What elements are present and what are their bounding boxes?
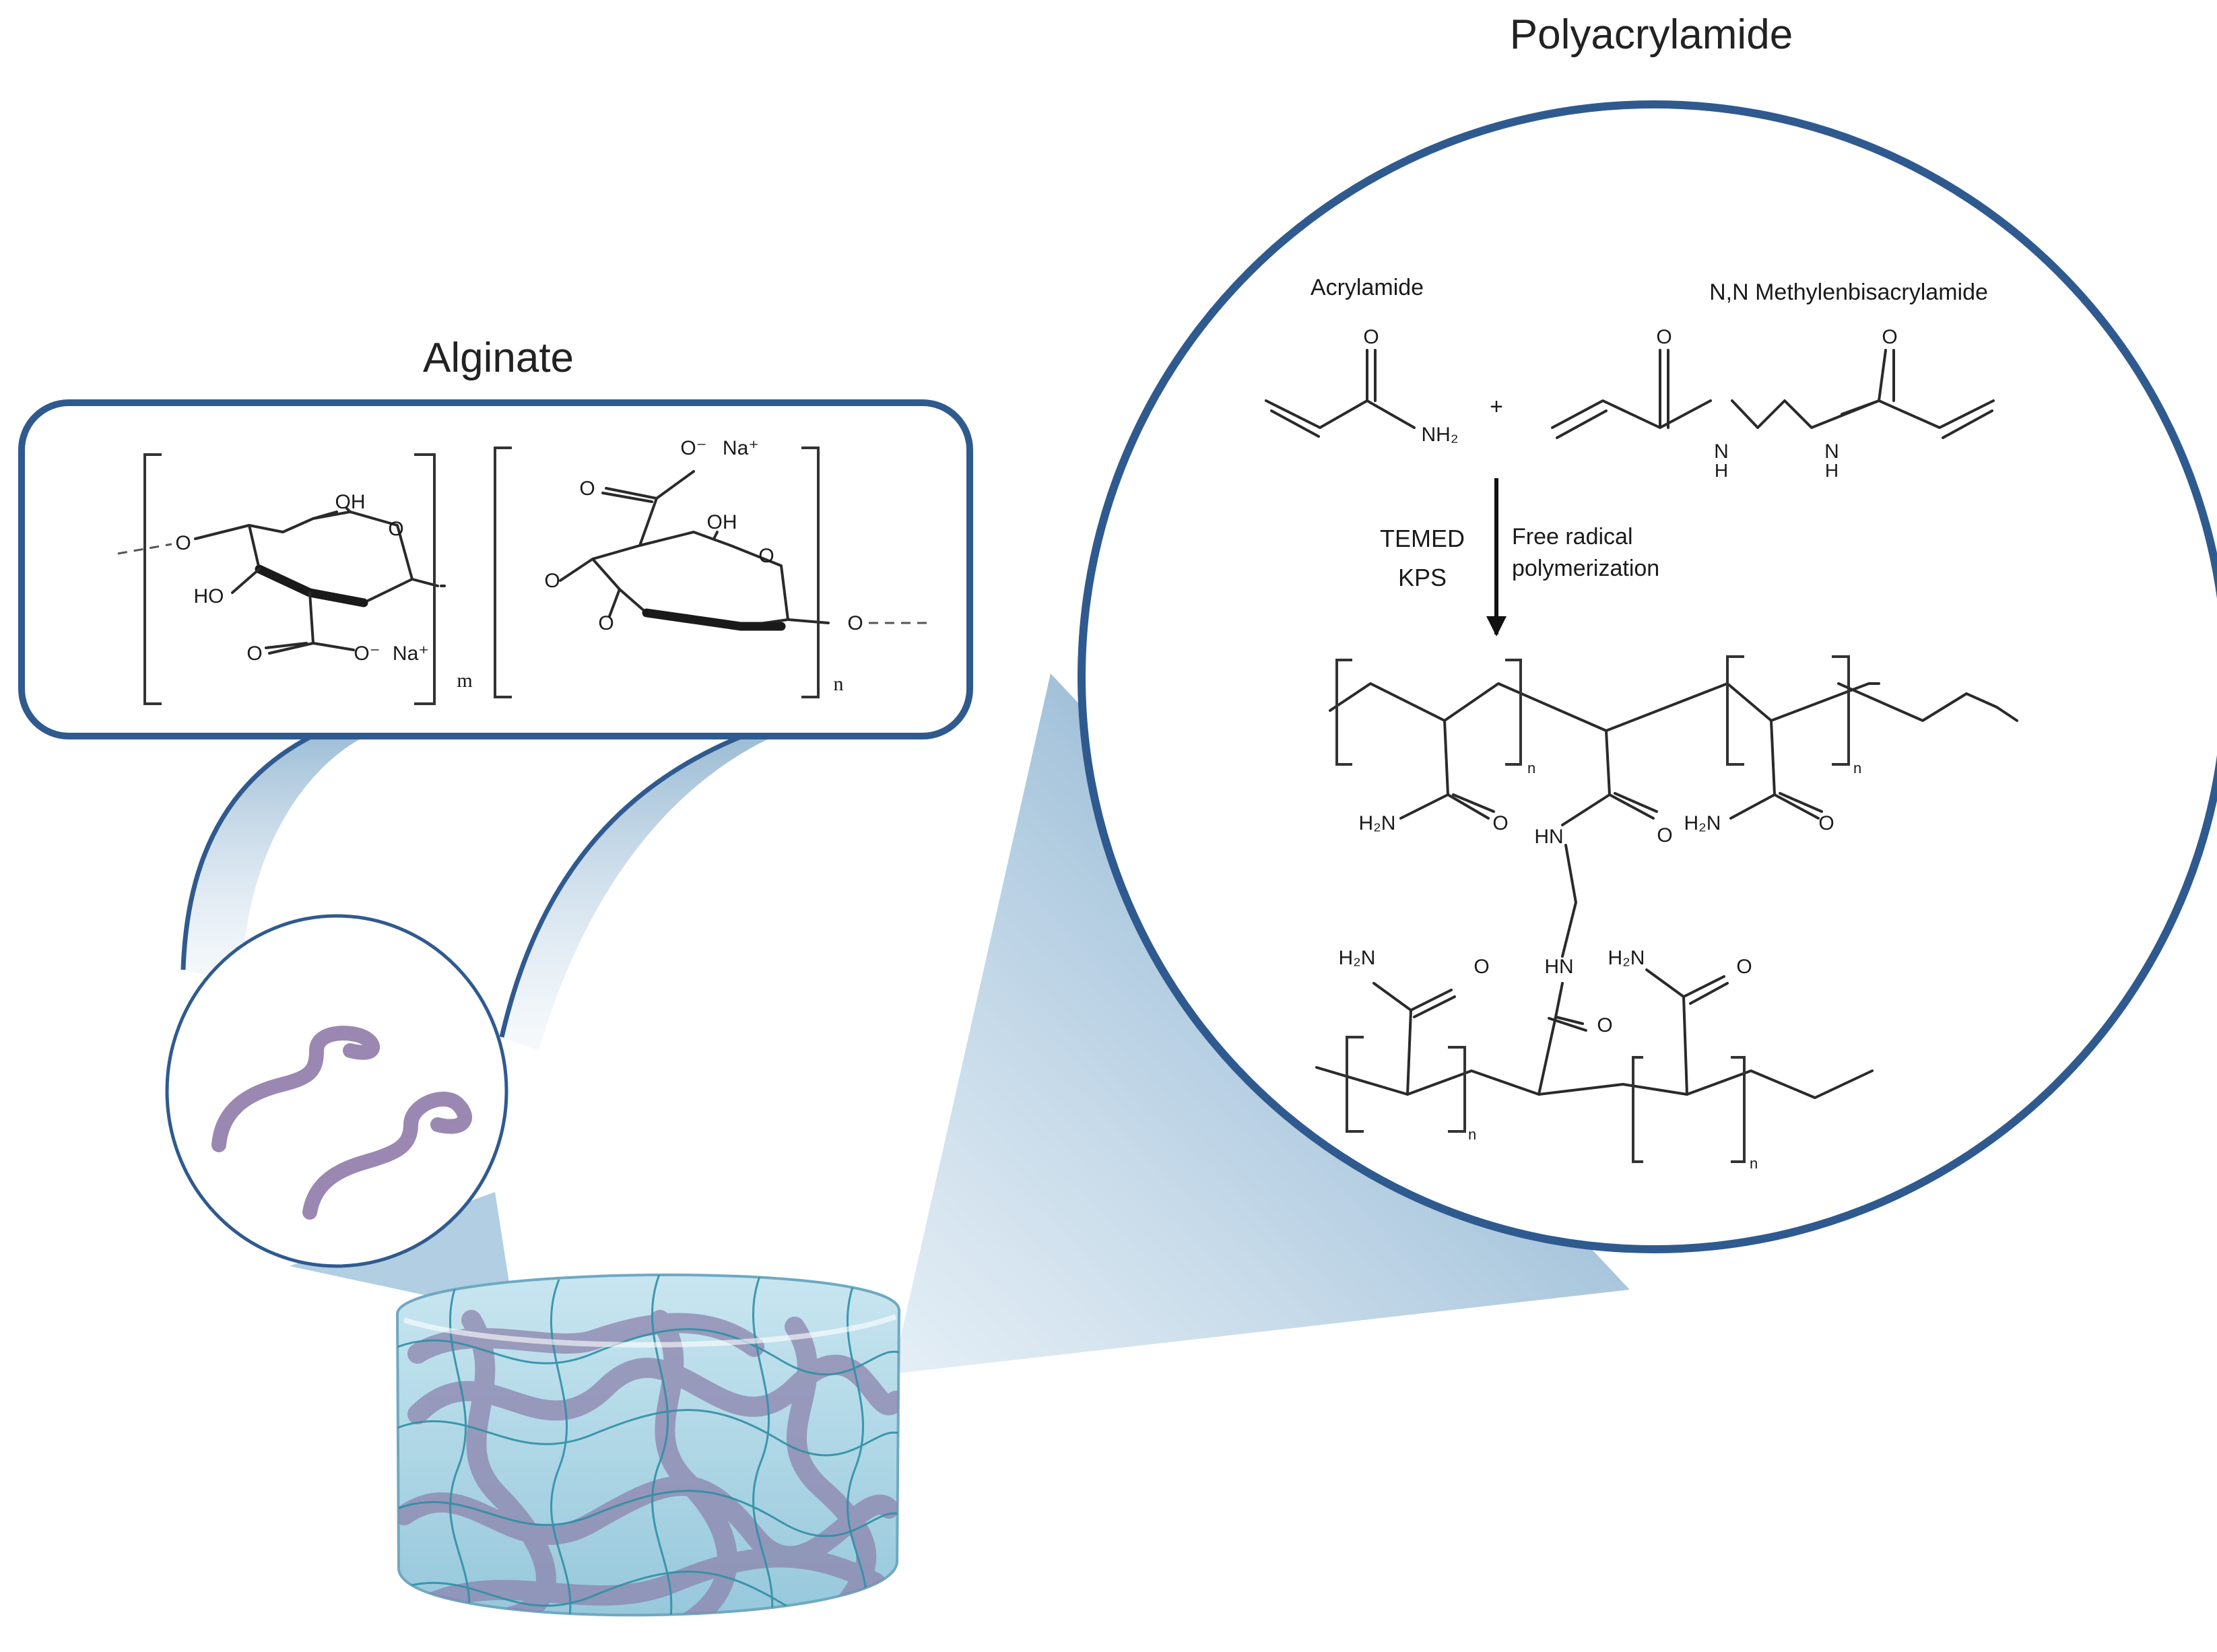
polymer-chain-lower: H₂N O HN O H₂N O n n bbox=[1315, 947, 1874, 1172]
alginate-carbonyl-o-1: O bbox=[246, 642, 262, 665]
alginate-oh-top-2: OH bbox=[707, 511, 737, 533]
crosslinker-o-1: O bbox=[1656, 326, 1672, 348]
crosslinker-n-1: N bbox=[1714, 440, 1729, 463]
alginate-link-o-mid: O bbox=[544, 570, 560, 592]
alginate-sodium-2: Na⁺ bbox=[723, 437, 759, 459]
sub-n3: n bbox=[1468, 1126, 1476, 1143]
crosslinker-h-2: H bbox=[1825, 460, 1839, 481]
alginate-chains-in-gel bbox=[397, 1274, 899, 1616]
alginate-title: Alginate bbox=[423, 335, 574, 381]
polyacrylamide-title: Polyacrylamide bbox=[1510, 11, 1793, 58]
o-e: O bbox=[1597, 1014, 1612, 1036]
acrylamide-o: O bbox=[1363, 326, 1379, 348]
crosslinker-label: N,N Methylenbisacrylamide bbox=[1709, 279, 1988, 305]
o-a: O bbox=[1492, 812, 1508, 834]
alginate-link-o-right: O bbox=[847, 612, 863, 634]
alginate-sub-n: n bbox=[834, 673, 844, 695]
alginate-carboxylate-o-2: O⁻ bbox=[680, 437, 706, 459]
condition-line-2: polymerization bbox=[1512, 556, 1659, 581]
alginate-panel: Alginate O bbox=[18, 335, 973, 739]
polymer-chain-upper: n n H₂N O HN O H₂N O bbox=[1329, 655, 2018, 958]
condition-line-1: Free radical bbox=[1512, 524, 1633, 550]
alginate-o-bottom-2: O bbox=[598, 612, 614, 634]
h2n-3: H₂N bbox=[1339, 947, 1376, 969]
alginate-structure: O OH O HO O O⁻ Na⁺ m O O O⁻ Na⁺ OH O O O… bbox=[117, 437, 933, 705]
alginate-zoom-circle bbox=[165, 914, 508, 1268]
crosslinker-o-2: O bbox=[1882, 326, 1897, 348]
o-d: O bbox=[1474, 956, 1489, 978]
acrylamide-nh2: NH₂ bbox=[1422, 424, 1459, 446]
alginate-sodium-1: Na⁺ bbox=[393, 642, 429, 665]
alginate-oh-top-1: OH bbox=[335, 491, 366, 513]
o-f: O bbox=[1736, 956, 1752, 978]
h2n-4: H₂N bbox=[1608, 947, 1645, 969]
sub-n4: n bbox=[1750, 1155, 1758, 1172]
alginate-link-o-left: O bbox=[175, 532, 191, 554]
reagent-kps: KPS bbox=[1398, 564, 1447, 591]
hn-1: HN bbox=[1534, 826, 1563, 848]
alginate-carboxylate-o-1: O⁻ bbox=[354, 642, 380, 665]
sub-n2: n bbox=[1853, 760, 1861, 777]
polyacrylamide-panel: Polyacrylamide Acrylamide N,N Methylenbi… bbox=[1078, 11, 2217, 1253]
alginate-sub-m: m bbox=[457, 669, 472, 692]
sub-n1: n bbox=[1527, 760, 1535, 777]
alginate-carbonyl-o-2: O bbox=[579, 477, 595, 500]
reagent-temed: TEMED bbox=[1380, 525, 1465, 552]
crosslinker-n-2: N bbox=[1824, 440, 1839, 463]
alginate-ring-o-2: O bbox=[758, 545, 774, 567]
h2n-2: H₂N bbox=[1684, 812, 1721, 834]
o-b: O bbox=[1657, 824, 1672, 847]
plus-sign: + bbox=[1490, 394, 1503, 420]
h2n-1: H₂N bbox=[1359, 812, 1396, 834]
hydrogel-cylinder bbox=[395, 1273, 901, 1617]
hn-2: HN bbox=[1544, 956, 1573, 978]
o-c: O bbox=[1818, 812, 1834, 834]
polyacrylamide-scheme: Acrylamide N,N Methylenbisacrylamide O N… bbox=[1265, 275, 2018, 1172]
acrylamide-label: Acrylamide bbox=[1311, 275, 1424, 300]
alginate-ring-o-1: O bbox=[388, 518, 403, 540]
crosslinker-h-1: H bbox=[1715, 460, 1728, 481]
alginate-oh-left: HO bbox=[194, 585, 224, 607]
